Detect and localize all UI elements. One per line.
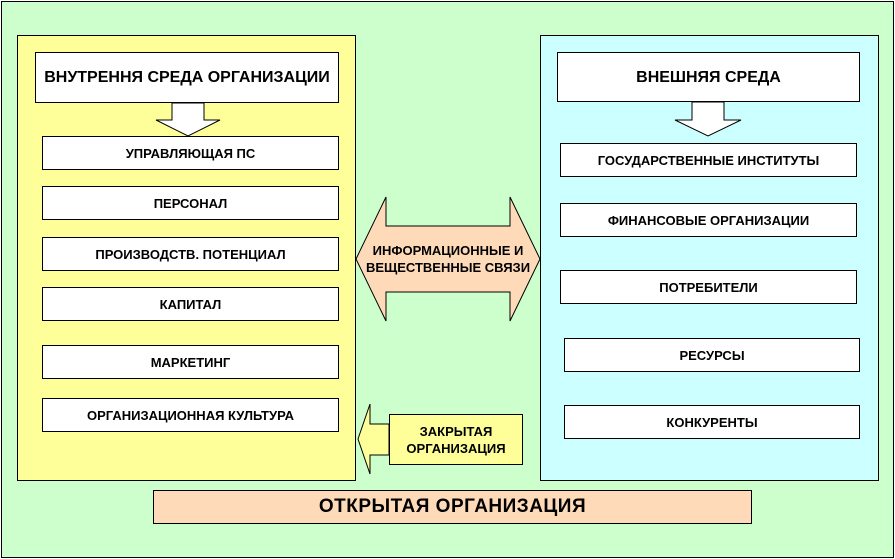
external-down-arrow (674, 101, 742, 137)
closed-org-arrow (357, 403, 390, 475)
internal-down-arrow (155, 102, 221, 137)
external-item-financial-organizations: ФИНАНСОВЫЕ ОРГАНИЗАЦИИ (560, 203, 857, 237)
internal-item-culture: ОРГАНИЗАЦИОННАЯ КУЛЬТУРА (42, 398, 339, 432)
external-item-competitors: КОНКУРЕНТЫ (564, 405, 860, 439)
closed-organization-label: ЗАКРЫТАЯ ОРГАНИЗАЦИЯ (389, 414, 523, 465)
internal-item-management: УПРАВЛЯЮЩАЯ ПС (42, 136, 339, 170)
external-item-consumers: ПОТРЕБИТЕЛИ (560, 270, 857, 304)
exchange-links-label: ИНФОРМАЦИОННЫЕ И ВЕЩЕСТВЕННЫЕ СВЯЗИ (365, 243, 531, 275)
exchange-double-arrow (355, 196, 541, 322)
open-organization-label: ОТКРЫТАЯ ОРГАНИЗАЦИЯ (153, 490, 752, 524)
internal-item-personnel: ПЕРСОНАЛ (42, 186, 339, 220)
external-item-state-institutions: ГОСУДАРСТВЕННЫЕ ИНСТИТУТЫ (560, 143, 857, 177)
external-environment-title: ВНЕШНЯЯ СРЕДА (557, 52, 860, 102)
internal-item-marketing: МАРКЕТИНГ (42, 345, 339, 379)
internal-item-production: ПРОИЗВОДСТВ. ПОТЕНЦИАЛ (42, 237, 339, 271)
internal-item-capital: КАПИТАЛ (42, 287, 339, 321)
external-item-resources: РЕСУРСЫ (564, 338, 860, 372)
